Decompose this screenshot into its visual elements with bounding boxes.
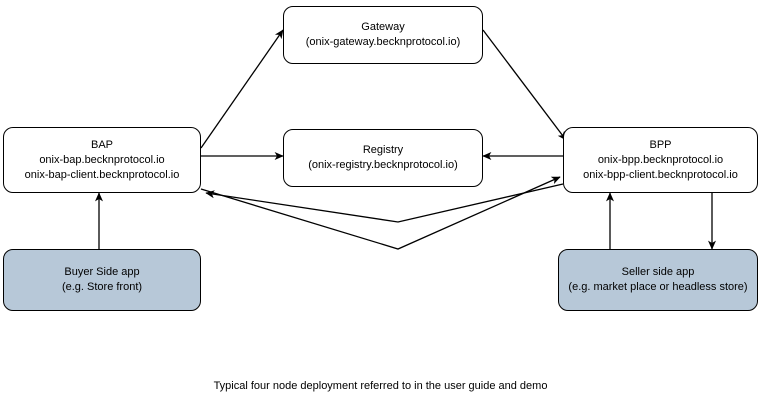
node-bap[interactable]: BAP onix-bap.becknprotocol.io onix-bap-c…	[3, 127, 201, 193]
edge-bap-to-gateway	[200, 29, 284, 149]
edge-bpp-to-bap	[205, 183, 564, 223]
node-gateway[interactable]: Gateway (onix-gateway.becknprotocol.io)	[283, 6, 483, 64]
node-buyer-side-app-line-1: Buyer Side app	[64, 266, 140, 278]
node-bpp-line-2: onix-bpp.becknprotocol.io	[597, 153, 724, 166]
node-bpp-line-1: BPP	[649, 138, 672, 151]
node-bpp[interactable]: BPP onix-bpp.becknprotocol.io onix-bpp-c…	[563, 127, 758, 193]
node-bap-line-1: BAP	[90, 138, 113, 151]
edge-bap-to-bpp	[200, 176, 561, 250]
node-registry-line-1: Registry	[362, 144, 404, 156]
node-bap-line-3: onix-bap-client.becknprotocol.io	[24, 168, 180, 181]
node-bpp-line-3: onix-bpp-client.becknprotocol.io	[583, 168, 738, 181]
node-buyer-side-app-line-2: (e.g. Store front)	[61, 281, 143, 293]
node-registry[interactable]: Registry (onix-registry.becknprotocol.io…	[283, 129, 483, 187]
node-seller-side-app[interactable]: Seller side app (e.g. market place or he…	[558, 249, 758, 311]
edge-gateway-to-bpp	[482, 29, 567, 141]
node-seller-side-app-line-1: Seller side app	[621, 266, 695, 278]
node-gateway-line-1: Gateway	[361, 21, 405, 33]
diagram-caption: Typical four node deployment referred to…	[213, 380, 548, 392]
node-gateway-line-2: (onix-gateway.becknprotocol.io)	[305, 36, 461, 48]
node-buyer-side-app[interactable]: Buyer Side app (e.g. Store front)	[3, 249, 201, 311]
node-registry-line-2: (onix-registry.becknprotocol.io)	[308, 159, 458, 171]
node-seller-side-app-line-2: (e.g. market place or headless store)	[568, 281, 748, 293]
node-bap-line-2: onix-bap.becknprotocol.io	[39, 153, 165, 166]
